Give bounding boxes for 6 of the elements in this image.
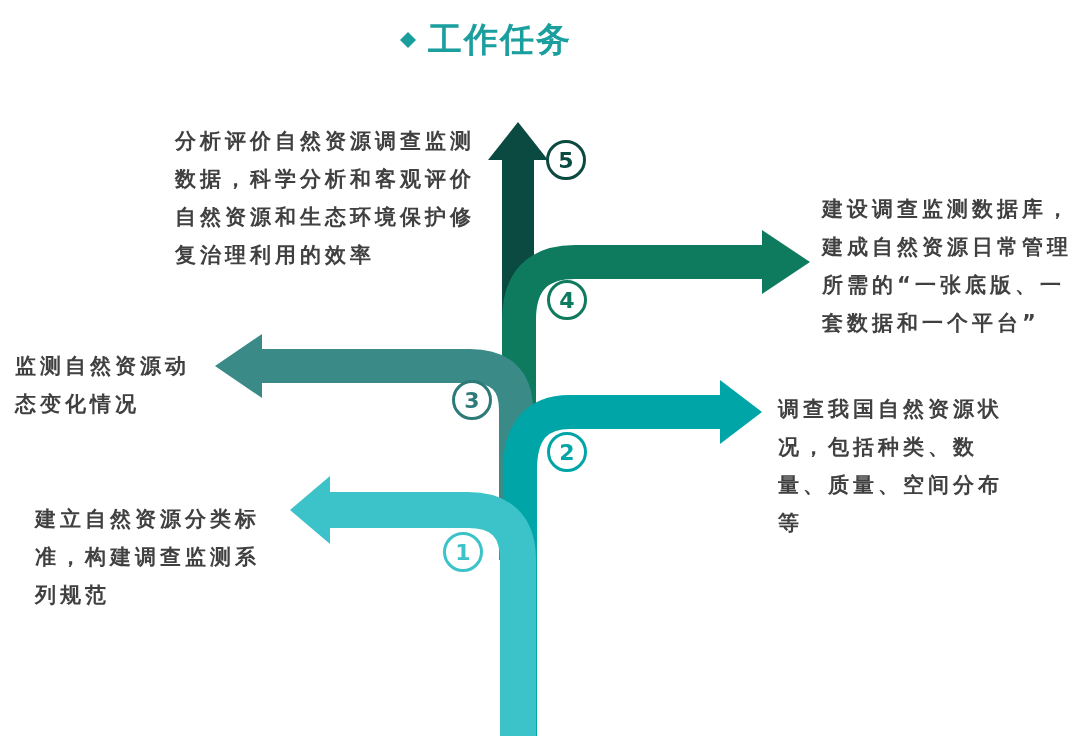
task-description: 分析评价自然资源调查监测数据，科学分析和客观评价自然资源和生态环境保护修复治理利用的效率 bbox=[175, 122, 479, 274]
task-description: 建设调查监测数据库，建成自然资源日常管理所需的“一张底版、一套数据和一个平台” bbox=[822, 190, 1076, 342]
task-description: 调查我国自然资源状况，包括种类、数量、质量、空间分布等 bbox=[778, 390, 1016, 542]
title: 工作任务 bbox=[428, 18, 572, 61]
task-description: 监测自然资源动态变化情况 bbox=[15, 347, 194, 423]
task-description: 建立自然资源分类标准，构建调查监测系列规范 bbox=[35, 500, 264, 614]
